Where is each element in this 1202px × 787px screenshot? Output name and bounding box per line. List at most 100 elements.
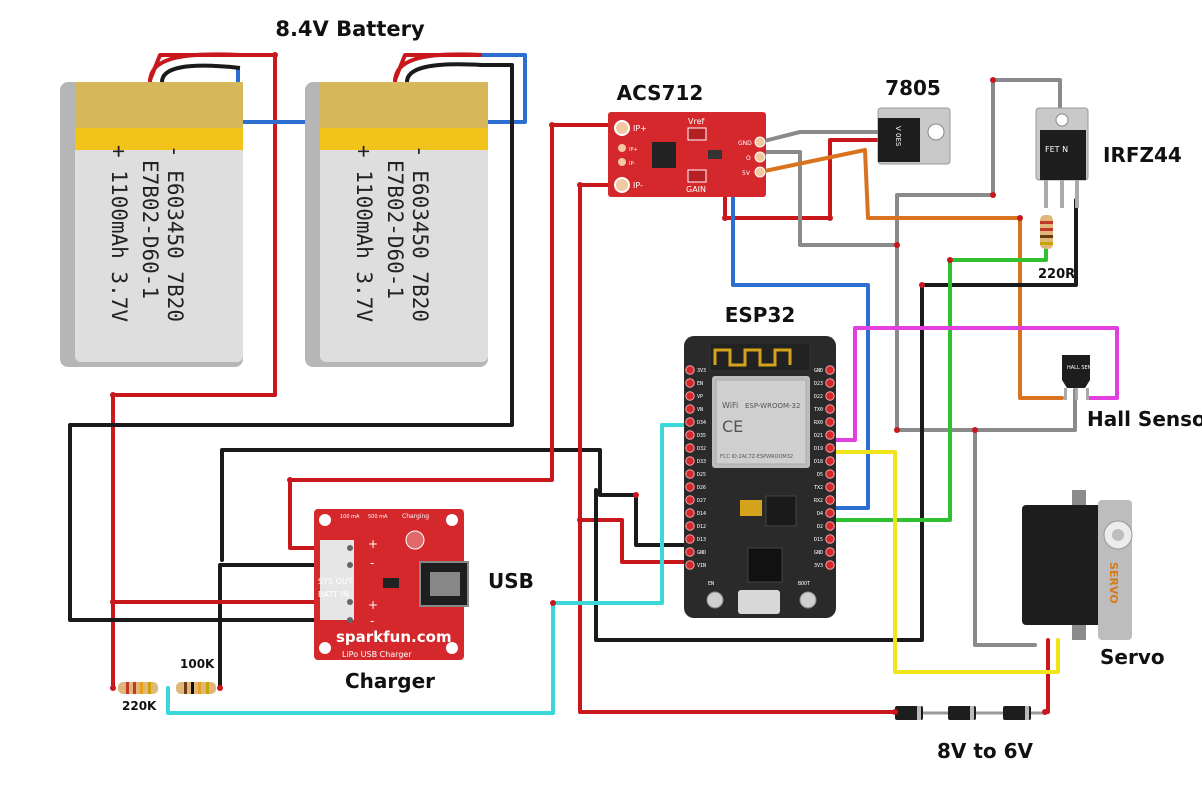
- esp32-left-pin: [685, 430, 695, 440]
- charger-opt-500: 500 mA: [368, 514, 388, 520]
- hall-sensor: HALL SENSOR: [1062, 355, 1103, 400]
- esp32-left-pin-label: D13: [697, 537, 706, 543]
- charger-label: Charger: [345, 669, 435, 693]
- esp32-left-pin-label: D33: [697, 459, 706, 465]
- esp32-left-pin: [685, 417, 695, 427]
- battery-2-line-3: + 1100mAh 3.7V: [352, 145, 376, 322]
- esp32-left-pin-label: D35: [697, 433, 706, 439]
- battery-cell-2: - E603450 7B20 E7B02-D60-1 + 1100mAh 3.7…: [305, 82, 488, 367]
- esp32-right-pin-label: 3V3: [814, 563, 823, 569]
- wire-magenta-hall: [833, 326, 1119, 442]
- esp32-right-pin: [825, 417, 835, 427]
- resistor-100k-label: 100K: [180, 657, 215, 671]
- acs-pin-out: O: [746, 155, 751, 162]
- esp32-right-pin-label: D5: [817, 472, 823, 478]
- battery-leads: [148, 52, 483, 83]
- acs712-label: ACS712: [617, 81, 704, 105]
- charger-charging: Charging: [402, 513, 429, 520]
- servo-marking: SERVO: [1107, 562, 1120, 604]
- resistor-220k-label: 220K: [122, 699, 157, 713]
- esp32-ce: CE: [722, 417, 743, 436]
- esp32-right-pin-label: D2: [817, 524, 823, 530]
- resistor-220r: [1040, 215, 1053, 249]
- acs-gain: GAIN: [686, 185, 706, 194]
- esp32-right-pin: [825, 547, 835, 557]
- charger-minus-bottom: -: [370, 614, 374, 628]
- resistor-220r-label: 220R: [1038, 267, 1075, 282]
- diodes-label: 8V to 6V: [937, 739, 1034, 763]
- esp32-left-pin-label: D32: [697, 446, 706, 452]
- diode-chain: [895, 706, 1046, 720]
- esp32-left-pin-label: VP: [697, 394, 703, 400]
- regulator-label: 7805: [885, 76, 941, 100]
- esp32-btn-boot: BOOT: [798, 581, 810, 587]
- esp32-left-pin: [685, 521, 695, 531]
- charger-sys-out: SYS OUT: [318, 577, 353, 586]
- servo-motor: SERVO: [1022, 490, 1133, 640]
- acs-pin-ip-plus: IP+: [633, 124, 647, 133]
- resistor-220k: [118, 682, 158, 694]
- esp32-right-pin: [825, 482, 835, 492]
- wire-red-acs-ip: [288, 123, 622, 550]
- charger-name: LiPo USB Charger: [342, 650, 412, 659]
- wire-black-batt2: [68, 63, 514, 622]
- esp32-left-pin: [685, 443, 695, 453]
- acs-pin-ip-minus: IP-: [633, 181, 643, 190]
- esp32-right-pin-label: D15: [814, 537, 823, 543]
- esp32-right-pin-label: D4: [817, 511, 823, 517]
- esp32-cert: FCC ID:2AC7Z-ESPWROOM32: [720, 454, 793, 460]
- esp32-right-pin-label: RX2: [814, 498, 823, 504]
- esp32-right-pin: [825, 404, 835, 414]
- esp32-board: WiFi ESP-WROOM-32 CE FCC ID:2AC7Z-ESPWRO…: [684, 336, 836, 618]
- esp32-right-pin: [825, 378, 835, 388]
- wire-orange-5v: [758, 148, 1064, 400]
- hall-sensor-label: Hall Sensor: [1087, 407, 1202, 431]
- esp32-left-pin: [685, 508, 695, 518]
- esp32-left-pin: [685, 482, 695, 492]
- esp32-left-pin-label: EN: [697, 381, 703, 387]
- wire-gray-hall-gnd: [895, 243, 1077, 432]
- esp32-left-pin: [685, 456, 695, 466]
- esp32-right-pin-label: D22: [814, 394, 823, 400]
- acs-pin-5v: 5V: [742, 170, 751, 177]
- esp32-left-pin-label: GND: [697, 550, 706, 556]
- esp32-left-pin-label: 3V3: [697, 368, 706, 374]
- esp32-left-pin: [685, 495, 695, 505]
- esp32-left-pin-label: D26: [697, 485, 706, 491]
- esp32-left-pin: [685, 391, 695, 401]
- wire-gray-servo-gnd: [973, 428, 1037, 647]
- esp32-left-pin: [685, 404, 695, 414]
- charger-plus-top: +: [368, 537, 378, 551]
- battery-cell-1: - E603450 7B20 E7B02-D60-1 + 1100mAh 3.7…: [60, 82, 243, 367]
- mosfet-label: IRFZ44: [1103, 143, 1182, 167]
- charger-opt-100: 100 mA: [340, 514, 360, 520]
- battery-2-line-1: - E603450 7B20: [408, 145, 432, 322]
- esp32-right-pin: [825, 560, 835, 570]
- usb-label: USB: [488, 569, 534, 593]
- esp32-left-pin-label: VIN: [697, 563, 706, 569]
- battery-2-line-2: E7B02-D60-1: [383, 160, 407, 299]
- esp32-left-pin-label: D34: [697, 420, 706, 426]
- esp32-right-pin: [825, 443, 835, 453]
- acs-pin-gnd: GND: [738, 140, 752, 147]
- resistor-100k: [176, 682, 216, 694]
- esp32-left-pin: [685, 365, 695, 375]
- junction-dots: [110, 52, 1048, 715]
- wire-yellow-servo: [833, 450, 1060, 674]
- charger-minus-top: -: [370, 556, 374, 570]
- esp32-right-pin: [825, 469, 835, 479]
- wire-red-diodes-servo: [1043, 638, 1050, 714]
- esp32-right-pin-label: D18: [814, 459, 823, 465]
- wire-gray-reg-gnd: [758, 78, 1062, 247]
- charger-brand: sparkfun.com: [336, 628, 452, 646]
- esp32-left-pin: [685, 547, 695, 557]
- esp32-left-pin-label: VN: [697, 407, 703, 413]
- acs-pin-ip-plus-small: IP+: [629, 147, 638, 153]
- battery-label: 8.4V Battery: [275, 17, 425, 41]
- esp32-left-pin-label: D25: [697, 472, 706, 478]
- hall-marking: HALL SENSOR: [1067, 365, 1103, 371]
- battery-1-line-1: - E603450 7B20: [163, 145, 187, 322]
- charger-batt-in: BATT IN: [318, 590, 349, 599]
- wire-red-to-esp: [578, 518, 692, 564]
- esp32-right-pin-label: GND: [814, 550, 823, 556]
